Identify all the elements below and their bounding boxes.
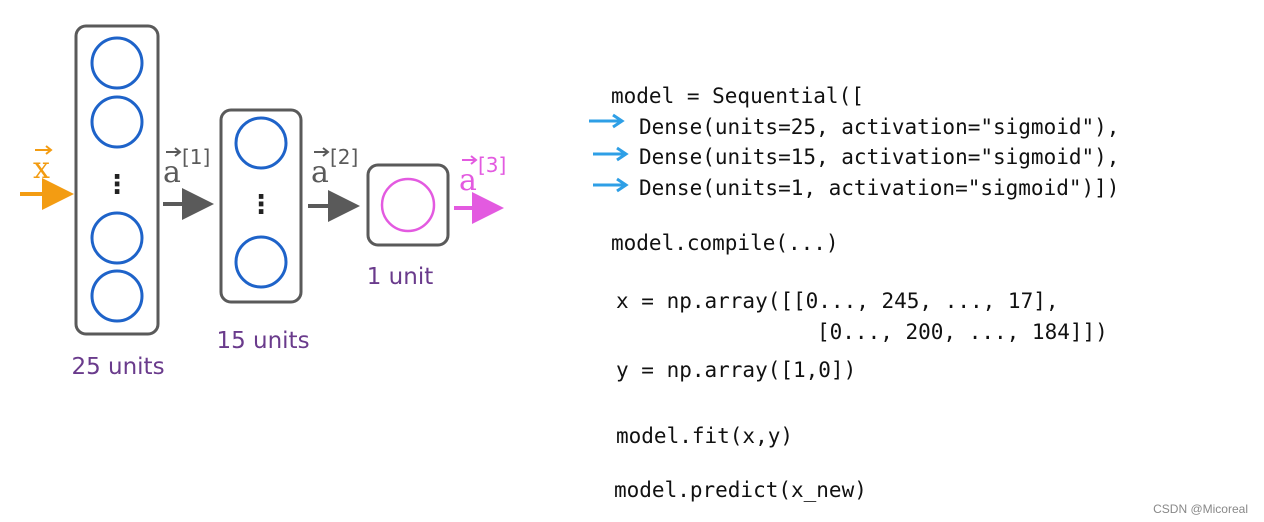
svg-text:a: a [311,155,329,190]
neural-network-diagram: x ⋮ 25 units a [1] ⋮ 15 units a [2] 1 un… [20,24,506,380]
code-line: model.compile(...) [611,231,839,255]
right-arrow-icon [593,146,629,162]
input-x-label: x [33,145,53,186]
layer-1-ellipsis: ⋮ [104,170,130,200]
svg-text:[1]: [1] [182,145,210,169]
right-arrow-icon [593,177,629,193]
code-block: model = Sequential([ Dense(units=25, act… [0,0,1119,502]
output-neuron [380,177,436,233]
layer-2-neuron [234,116,288,170]
code-line: model.predict(x_new) [614,478,867,502]
layer-1-box [74,24,160,336]
layer-1-neuron [90,36,144,90]
layer-1-neuron [90,95,144,149]
layer-2-ellipsis: ⋮ [248,190,274,220]
code-line: x = np.array([[0..., 245, ..., 17], [616,289,1059,313]
svg-text:a: a [459,163,477,198]
svg-text:a: a [163,155,181,190]
code-line: model.fit(x,y) [616,424,794,448]
activation-a1-label: a [1] [163,145,210,190]
layer-1-neuron [90,269,144,323]
watermark: CSDN @Micoreal [1153,502,1248,516]
svg-text:[3]: [3] [478,153,506,177]
right-arrow-icon [589,113,625,129]
layer-2-units-label: 15 units [216,328,309,354]
svg-text:[2]: [2] [330,145,358,169]
layer-3-box [366,163,450,247]
code-line: Dense(units=1, activation="sigmoid")]) [639,176,1120,200]
layer-1-neuron [90,211,144,265]
code-line: Dense(units=25, activation="sigmoid"), [639,115,1120,139]
activation-a3-label: a [3] [459,153,506,198]
layer-3-units-label: 1 unit [367,264,434,290]
code-line: y = np.array([1,0]) [616,358,857,382]
layer-1-units-label: 25 units [71,354,164,380]
activation-a2-label: a [2] [311,145,358,190]
code-line: [0..., 200, ..., 184]]) [817,320,1108,344]
input-x-text: x [33,151,50,186]
code-line: Dense(units=15, activation="sigmoid"), [639,145,1120,169]
code-line: model = Sequential([ [611,84,864,108]
layer-2-neuron [234,235,288,289]
